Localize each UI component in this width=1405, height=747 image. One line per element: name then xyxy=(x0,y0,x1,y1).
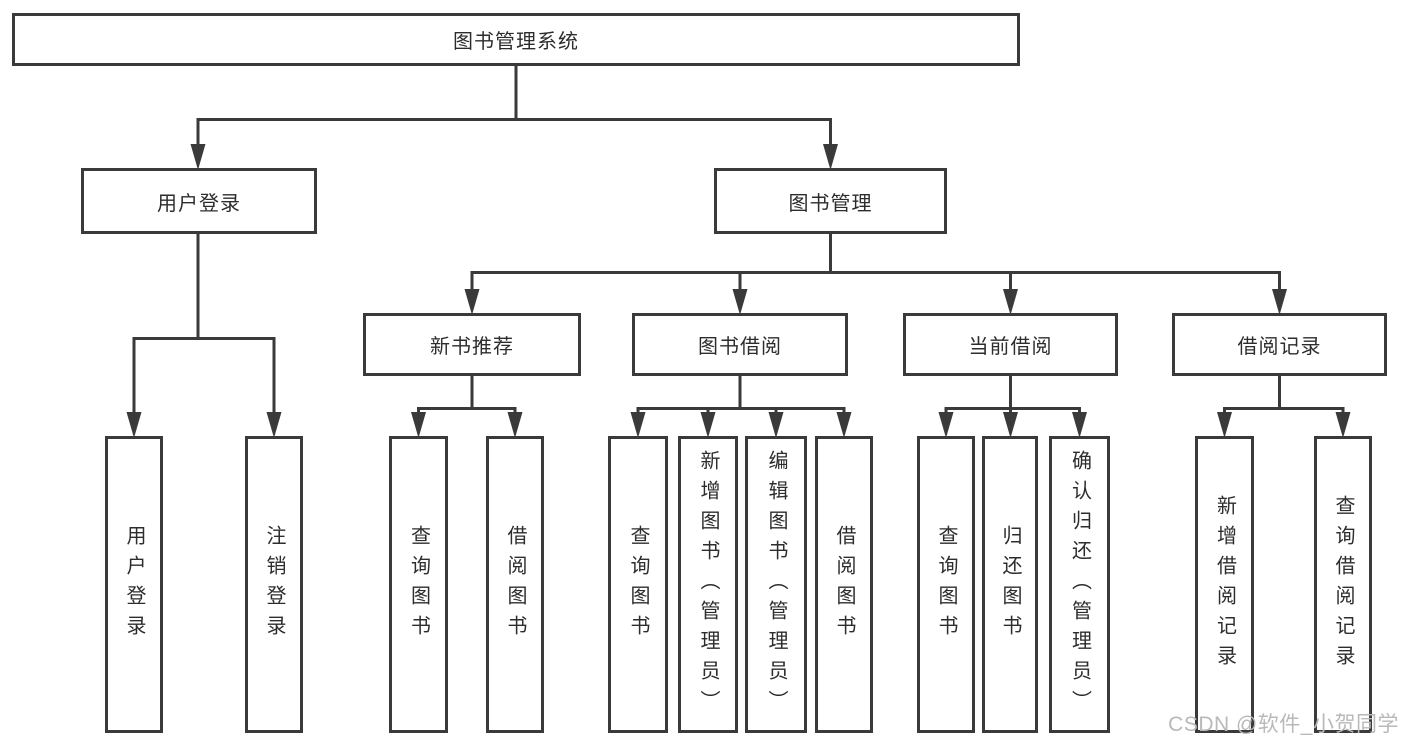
node-book-borrow: 图书借阅 xyxy=(632,313,848,376)
leaf-label: 归还图书 xyxy=(999,524,1021,645)
leaf-label: 借阅图书 xyxy=(504,524,526,645)
node-library-management-system: 图书管理系统 xyxy=(12,13,1020,66)
leaf-label: 注销登录 xyxy=(263,524,285,645)
node-label: 当前借阅 xyxy=(968,336,1053,358)
leaf-borrow-edit-books-admin: 编辑图书（管理员） xyxy=(745,436,807,733)
leaf-newbook-borrow-books: 借阅图书 xyxy=(486,436,544,733)
node-current-borrow: 当前借阅 xyxy=(903,313,1118,376)
leaf-logout: 注销登录 xyxy=(245,436,303,733)
leaf-newbook-query-books: 查询图书 xyxy=(389,436,448,733)
leaf-records-add-record: 新增借阅记录 xyxy=(1195,436,1254,733)
leaf-label: 用户登录 xyxy=(123,524,145,645)
leaf-borrow-add-books-admin: 新增图书（管理员） xyxy=(678,436,738,733)
tree-edges xyxy=(132,64,1345,415)
leaf-current-query-books: 查询图书 xyxy=(917,436,975,733)
node-user-login: 用户登录 xyxy=(81,168,317,234)
node-label: 用户登录 xyxy=(157,192,241,215)
leaf-label: 新增借阅记录 xyxy=(1213,494,1236,675)
node-label: 借阅记录 xyxy=(1237,336,1322,358)
leaf-label: 查询图书 xyxy=(627,524,649,645)
node-label: 图书管理系统 xyxy=(453,31,579,53)
leaf-label: 查询图书 xyxy=(935,524,957,645)
leaf-label: 查询图书 xyxy=(407,524,430,645)
node-new-book-recommend: 新书推荐 xyxy=(363,313,581,376)
leaf-user-login: 用户登录 xyxy=(105,436,163,733)
leaf-current-confirm-return-admin: 确认归还（管理员） xyxy=(1049,436,1110,733)
leaf-label: 查询借阅记录 xyxy=(1332,494,1354,675)
node-borrow-records: 借阅记录 xyxy=(1172,313,1387,376)
arrowheads xyxy=(126,144,1351,438)
leaf-borrow-query-books: 查询图书 xyxy=(608,436,668,733)
leaf-label: 确认归还（管理员） xyxy=(1068,449,1091,720)
node-label: 图书借阅 xyxy=(698,336,782,358)
leaf-label: 借阅图书 xyxy=(833,524,855,645)
node-book-management: 图书管理 xyxy=(714,168,947,234)
leaf-label: 编辑图书（管理员） xyxy=(765,449,787,720)
node-label: 图书管理 xyxy=(788,192,873,215)
node-label: 新书推荐 xyxy=(430,336,514,358)
leaf-label: 新增图书（管理员） xyxy=(697,449,719,720)
leaf-current-return-books: 归还图书 xyxy=(982,436,1038,733)
leaf-borrow-borrow-books: 借阅图书 xyxy=(815,436,873,733)
csdn-watermark: CSDN @软件_小贺同学 xyxy=(1168,713,1399,736)
leaf-records-query-record: 查询借阅记录 xyxy=(1314,436,1372,733)
